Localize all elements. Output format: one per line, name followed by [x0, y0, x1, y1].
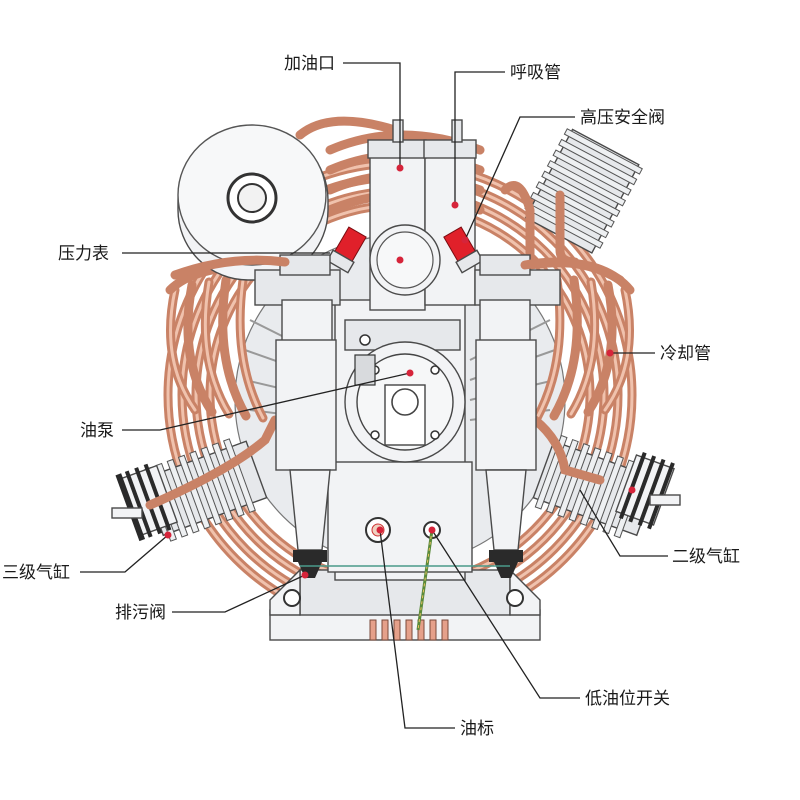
- label-cooling-pipe: 冷却管: [660, 344, 711, 364]
- marker-dots: [164, 164, 636, 579]
- left-filter-column: [254, 269, 341, 578]
- label-oil-fill-port: 加油口: [284, 54, 335, 74]
- label-hp-safety-valve: 高压安全阀: [580, 108, 665, 128]
- label-pressure-gauge: 压力表: [58, 244, 109, 264]
- oil-pump: [344, 319, 466, 463]
- first-stage-cylinder: [524, 128, 643, 254]
- second-stage-cylinder: [530, 415, 681, 539]
- label-second-stage-cylinder: 二级气缸: [672, 546, 740, 567]
- label-third-stage-cylinder: 三级气缸: [2, 562, 70, 583]
- leader-lines: [80, 62, 668, 729]
- filter-housing: [177, 124, 329, 281]
- label-drain-valve: 排污阀: [115, 603, 166, 623]
- label-oil-pump: 油泵: [80, 421, 114, 441]
- label-low-oil-switch: 低油位开关: [585, 689, 670, 709]
- label-oil-gauge: 油标: [460, 719, 494, 739]
- center-tower: [367, 119, 477, 311]
- third-stage-cylinder: [111, 415, 280, 542]
- right-filter-column: [474, 269, 561, 578]
- safety-valves: [326, 226, 484, 274]
- label-breather-pipe: 呼吸管: [510, 63, 561, 83]
